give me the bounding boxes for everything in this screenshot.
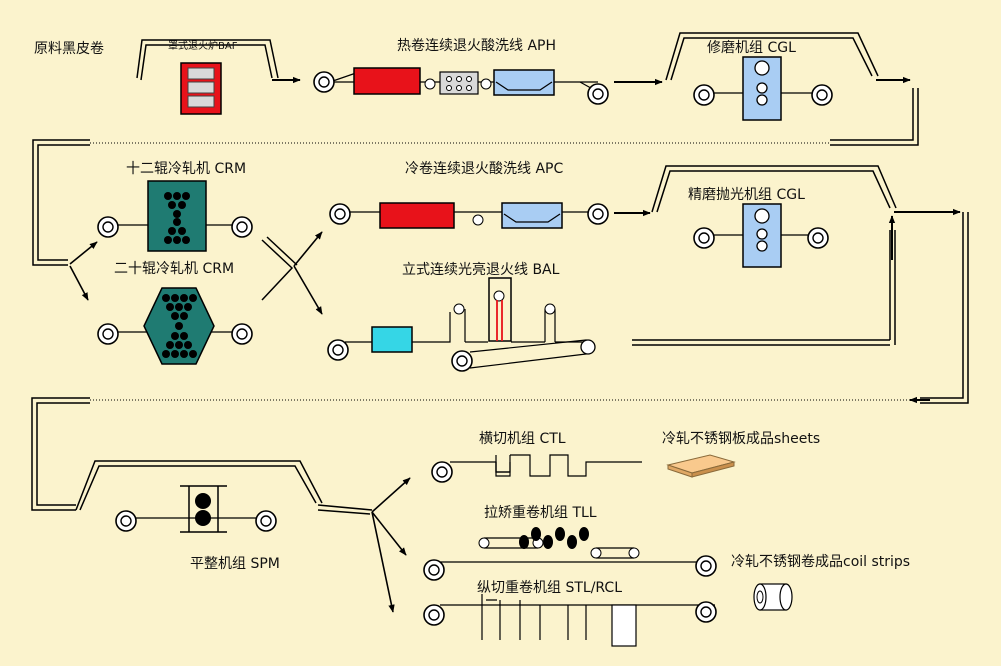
cgl-polishing-unit (693, 203, 829, 268)
apc-pickling-tank (501, 202, 563, 229)
flow-line-to-cgl (665, 32, 879, 81)
branch-to-finishing (317, 477, 411, 613)
flow-line-to-spm (75, 460, 323, 511)
label-aph: 热卷连续退火酸洗线 APH (397, 38, 556, 54)
connector-left-1 (32, 139, 90, 266)
ctl-unit (431, 454, 642, 483)
label-cgl-polishing: 精磨抛光机组 CGL (688, 187, 805, 203)
label-baf: 罩式退火炉BAF (168, 41, 238, 52)
crm-12-high-mill (97, 180, 253, 252)
apc-line (329, 202, 609, 229)
flow-line-to-cgl2 (651, 165, 897, 213)
cgl-grinding-unit (693, 56, 833, 121)
connector-right-1 (830, 88, 919, 146)
bal-line (327, 277, 596, 372)
sheets-product (666, 454, 736, 478)
aph-pickling-tank (493, 69, 555, 96)
flow-line-raw-to-aph (136, 39, 279, 81)
label-raw-material: 原料黑皮卷 (34, 41, 104, 57)
crm-20-high-mill (97, 287, 253, 365)
stl-rcl-unit (423, 594, 717, 647)
label-crm-20: 二十辊冷轧机 CRM (114, 261, 235, 277)
aph-line (313, 67, 609, 105)
tll-unit (423, 527, 717, 581)
label-stl-rcl: 纵切重卷机组 STL/RCL (477, 580, 623, 596)
apc-furnace (379, 202, 455, 229)
label-ctl: 横切机组 CTL (479, 431, 566, 447)
bal-cleaning-section (371, 326, 413, 353)
branch-crm-out (261, 236, 298, 301)
branch-to-apc-bal (293, 231, 323, 315)
label-coils: 冷轧不锈钢卷成品coil strips (731, 554, 911, 570)
label-tll: 拉矫重卷机组 TLL (484, 505, 597, 521)
branch-to-crm (69, 241, 98, 301)
connector-left-2 (31, 397, 90, 511)
bal-return-up (889, 230, 896, 345)
spm-unit (115, 485, 277, 533)
connector-right-2 (920, 212, 969, 404)
baf-furnace (180, 62, 222, 115)
label-sheets: 冷轧不锈钢板成品sheets (662, 431, 821, 447)
bal-vertical-furnace (488, 277, 512, 342)
coil-product (753, 583, 793, 611)
label-cgl-grinding: 修磨机组 CGL (707, 40, 796, 56)
aph-furnace (353, 67, 421, 95)
label-bal: 立式连续光亮退火线 BAL (402, 262, 560, 278)
label-crm-12: 十二辊冷轧机 CRM (126, 161, 247, 177)
label-spm: 平整机组 SPM (190, 556, 280, 572)
label-apc: 冷卷连续退火酸洗线 APC (405, 161, 564, 177)
